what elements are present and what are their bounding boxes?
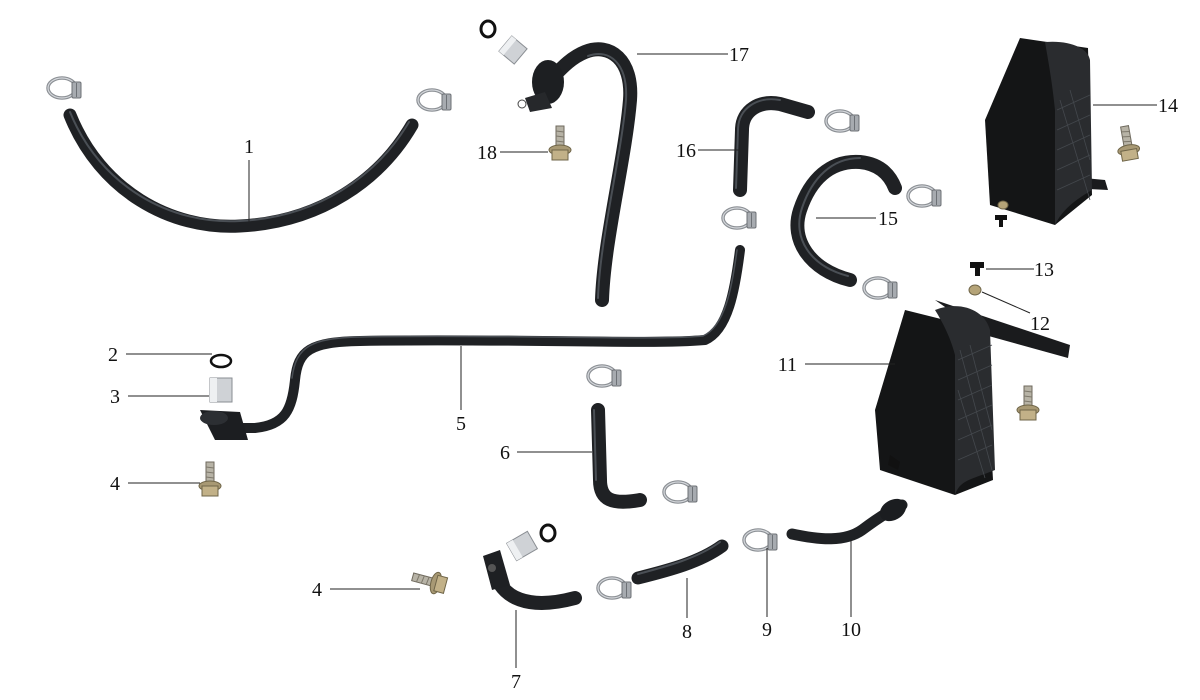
bolt-icon (198, 461, 222, 497)
callout-1: 1 (244, 136, 254, 158)
bolt-icon (409, 565, 449, 597)
o-ring-icon (209, 353, 233, 369)
hose-clamp-icon (721, 206, 757, 230)
callout-11: 11 (778, 354, 797, 376)
bolt-icon (548, 125, 572, 161)
callout-13: 13 (1034, 259, 1054, 281)
hose-6 (586, 364, 698, 509)
hose-clamp-icon (906, 184, 942, 208)
callout-4: 4 (312, 579, 322, 601)
callout-4: 4 (110, 473, 120, 495)
callout-7: 7 (511, 671, 521, 693)
plug-icon (970, 262, 984, 276)
callout-10: 10 (841, 619, 861, 641)
bolt-icon (1113, 123, 1142, 163)
callout-2: 2 (108, 344, 118, 366)
leader-lines (126, 53, 1157, 668)
o-ring-icon (539, 523, 557, 543)
hose-clamp-icon (862, 276, 898, 300)
nut-icon (968, 284, 982, 296)
oil-pipe-5 (200, 245, 745, 440)
hose-clamp-icon (596, 576, 632, 600)
callout-3: 3 (110, 386, 120, 408)
callout-15: 15 (878, 208, 898, 230)
oil-cooler-11 (875, 300, 1070, 495)
callout-16: 16 (676, 140, 696, 162)
hose-1 (46, 76, 452, 233)
hose-clamp-icon (742, 528, 778, 552)
hose-15 (790, 154, 942, 300)
callout-5: 5 (456, 413, 466, 435)
callout-6: 6 (500, 442, 510, 464)
hose-clamp-icon (586, 364, 622, 388)
callout-17: 17 (729, 44, 749, 66)
hose-clamp-icon (46, 76, 82, 100)
fitting-10 (786, 498, 908, 545)
hose-clamp-icon (662, 480, 698, 504)
callout-12: 12 (1030, 313, 1050, 335)
oil-cooler-14 (985, 38, 1108, 227)
callout-8: 8 (682, 621, 692, 643)
hose-16 (721, 96, 860, 230)
callout-labels: 1 2 3 4 4 5 6 7 8 9 10 11 12 13 14 15 16… (108, 44, 1178, 693)
oil-pipe-17 (479, 19, 638, 307)
hose-clamp-icon (824, 109, 860, 133)
hose-8 (596, 539, 729, 600)
callout-9: 9 (762, 619, 772, 641)
callout-18: 18 (477, 142, 497, 164)
bolt-icon (1016, 385, 1040, 421)
o-ring-icon (479, 19, 497, 39)
fitting-7 (483, 523, 582, 610)
callout-14: 14 (1158, 95, 1178, 117)
sleeve-icon (505, 530, 539, 562)
sleeve-icon (498, 35, 528, 65)
hose-clamp-icon (416, 88, 452, 112)
sleeve-icon (209, 377, 233, 403)
